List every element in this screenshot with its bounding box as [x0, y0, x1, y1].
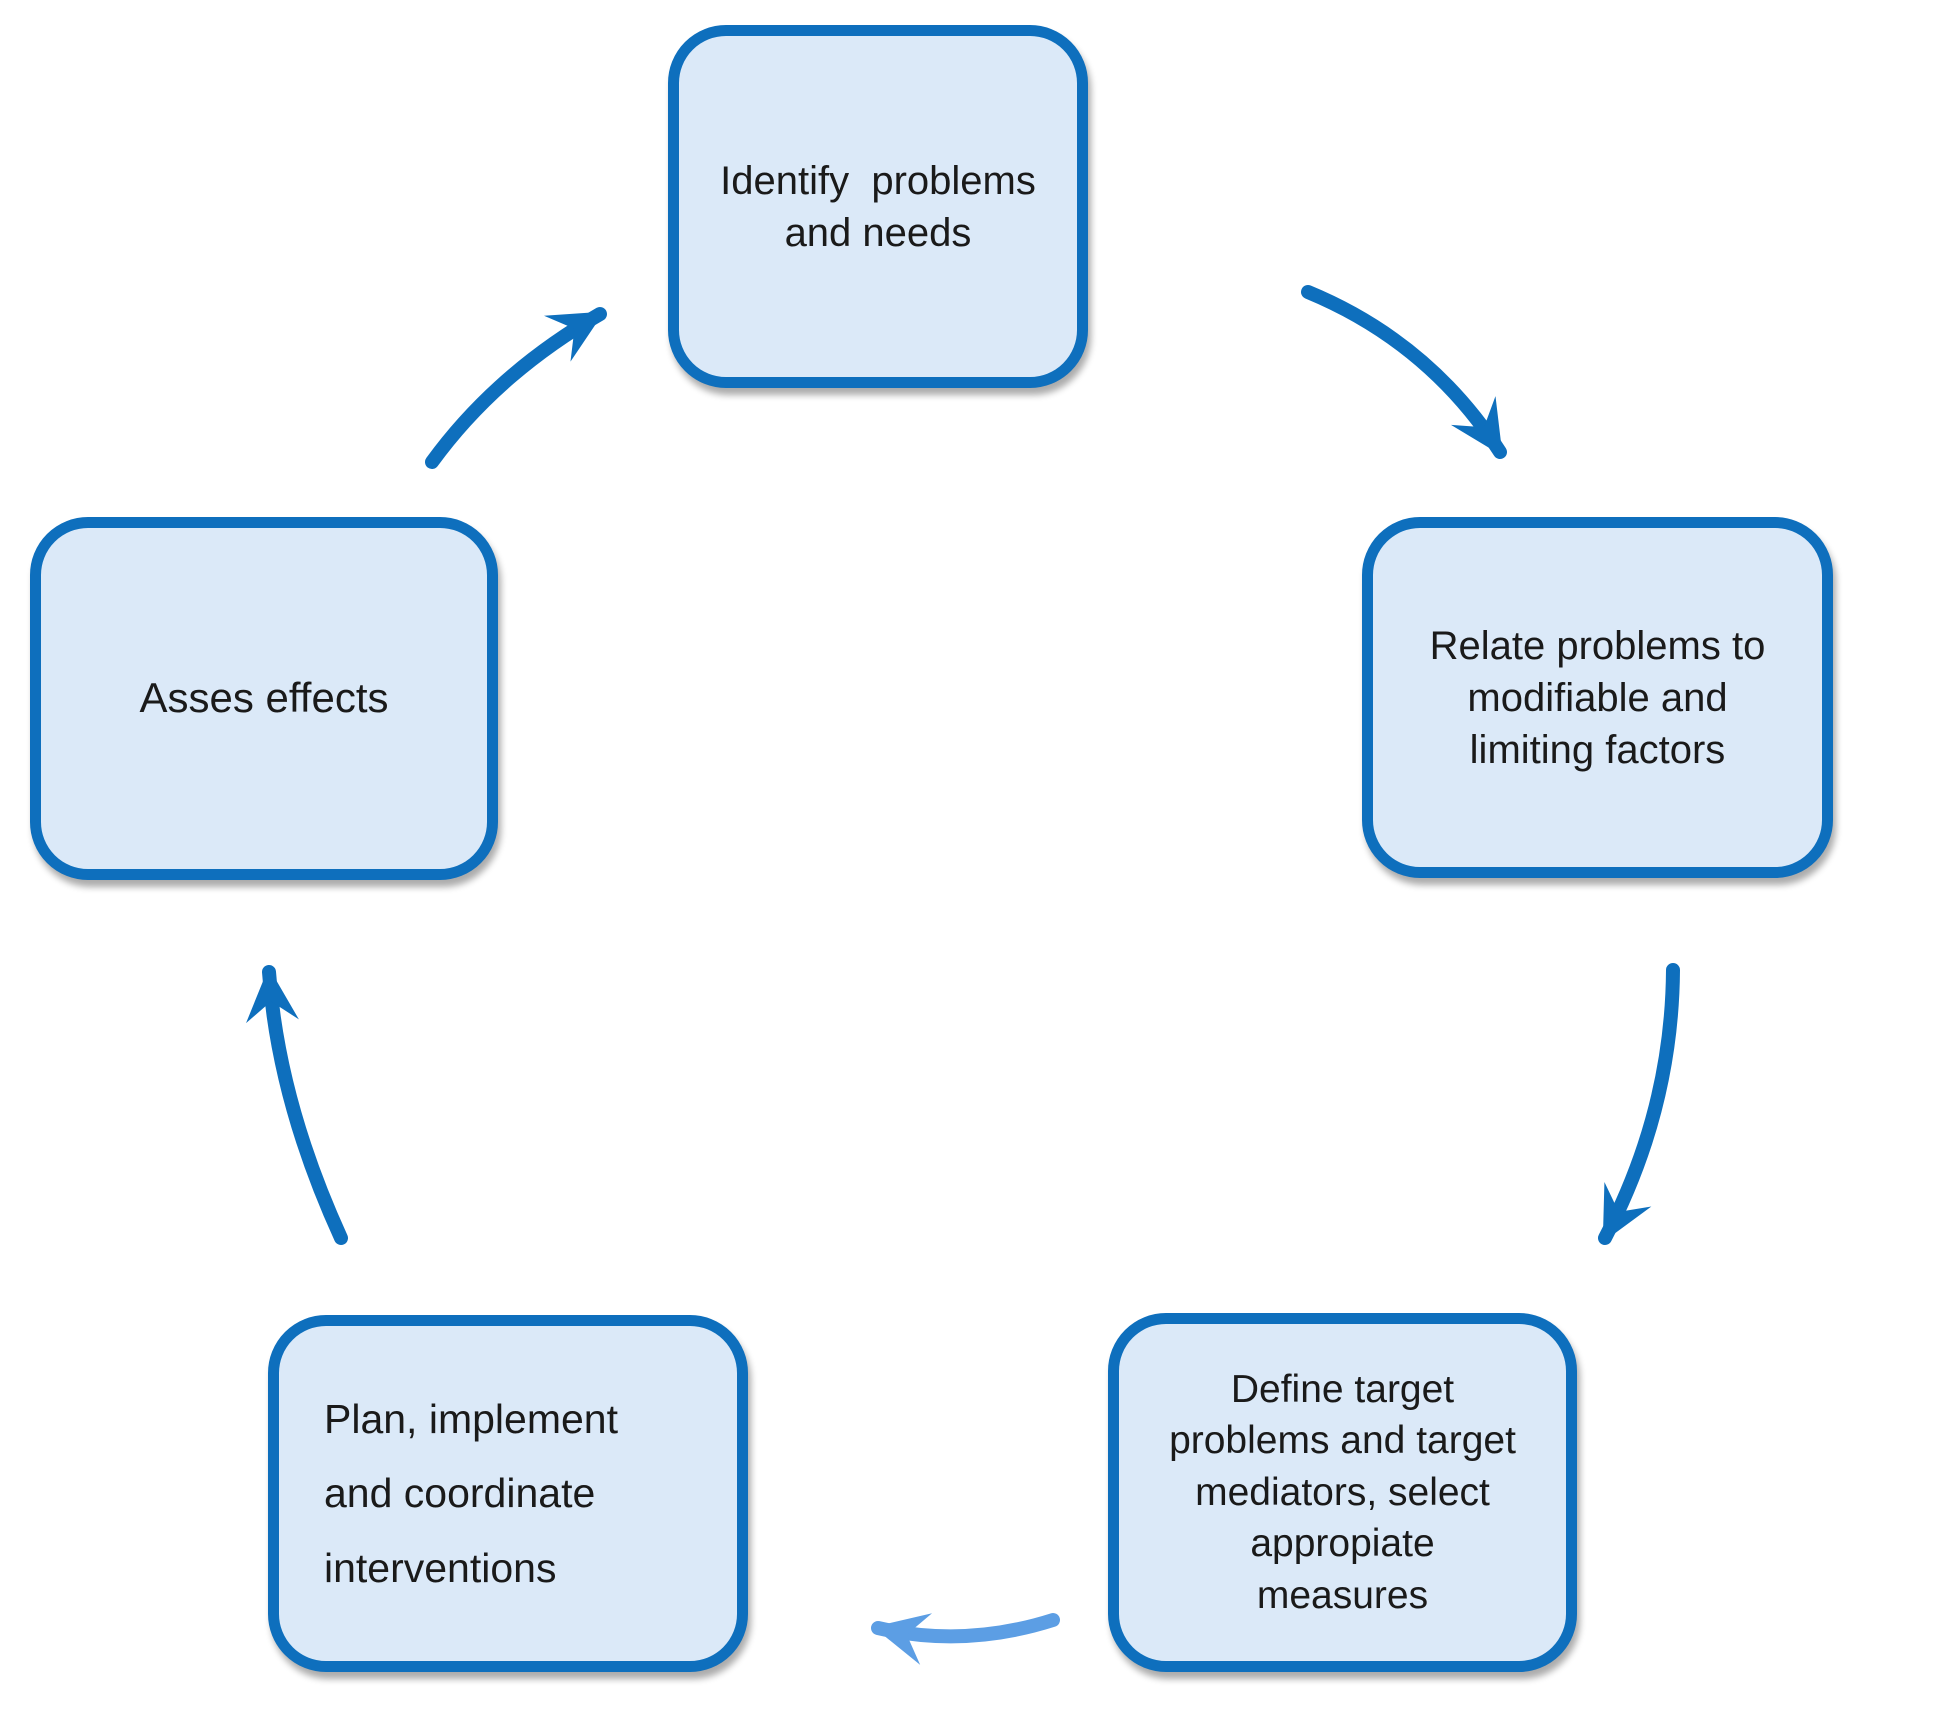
box-plan-implement: Plan, implement and coordinate intervent… — [268, 1315, 748, 1672]
box-relate-problems: Relate problems to modifiable and limiti… — [1362, 517, 1833, 878]
box-plan-implement-label: Plan, implement and coordinate intervent… — [324, 1395, 618, 1591]
box-asses-effects-label: Asses effects — [139, 674, 389, 722]
box-identify-problems-label: Identify problems and needs — [720, 158, 1036, 255]
arrow-plan-to-asses-icon — [246, 965, 348, 1245]
arrow-relate-to-define-icon — [1598, 963, 1680, 1245]
box-define-target-problems-label: Define target problems and target mediat… — [1169, 1367, 1516, 1617]
box-relate-problems-label: Relate problems to modifiable and limiti… — [1429, 623, 1766, 772]
box-define-target-problems: Define target problems and target mediat… — [1108, 1313, 1577, 1672]
arrow-define-to-plan-icon — [871, 1613, 1060, 1665]
box-identify-problems: Identify problems and needs — [668, 25, 1088, 388]
arrow-asses-to-identify-icon — [425, 307, 607, 469]
arrow-identify-to-relate-icon — [1301, 285, 1507, 459]
box-asses-effects: Asses effects — [30, 517, 498, 880]
